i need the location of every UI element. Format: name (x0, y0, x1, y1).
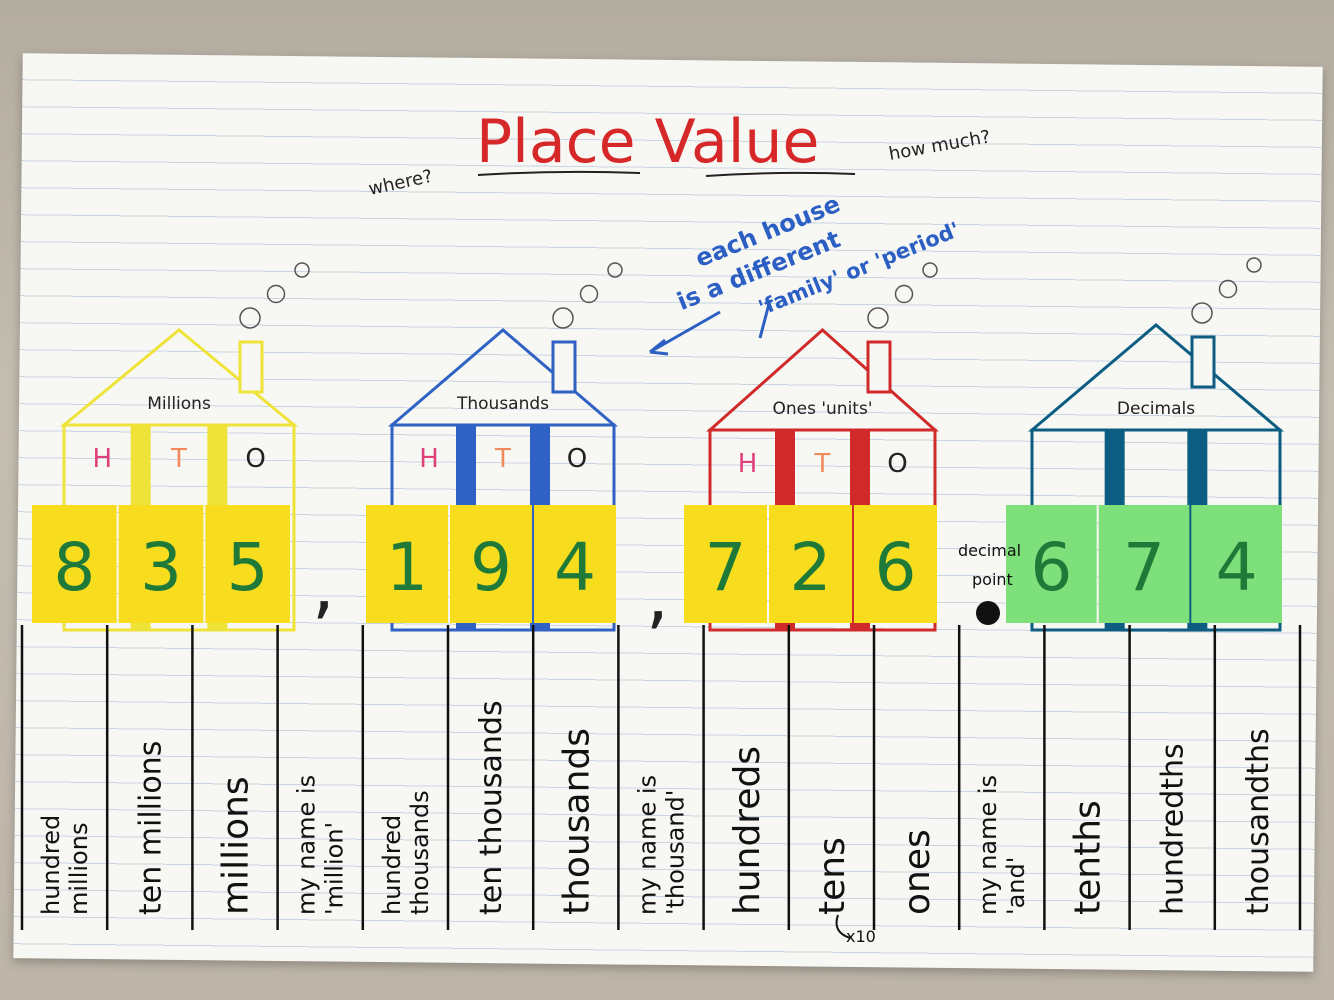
digit-card (118, 505, 204, 623)
smoke-cloud (1191, 302, 1213, 324)
column-label: 'and' (1002, 857, 1030, 915)
house-label: Thousands (456, 394, 549, 414)
column-label: ten thousands (474, 700, 509, 915)
place-letter: H (93, 444, 113, 474)
smoke-cloud (1246, 257, 1262, 273)
place-letter: O (245, 444, 265, 474)
column-label: millions (216, 776, 257, 915)
house-label: Ones 'units' (772, 399, 872, 419)
place-letter: T (170, 444, 187, 474)
smoke-cloud (867, 307, 889, 329)
column-label: millions (65, 823, 93, 915)
digit-card (854, 505, 937, 623)
place-letter: T (494, 444, 511, 474)
digit-value: 7 (705, 529, 747, 606)
digit-card (769, 505, 852, 623)
column-label: tenths (1068, 800, 1109, 915)
column-label: thousands (556, 728, 597, 915)
smoke-cloud (552, 307, 574, 329)
digit-card (684, 505, 767, 623)
digit-value: 8 (53, 529, 95, 606)
digit-card (1006, 505, 1097, 623)
comma-millions: , (312, 543, 335, 627)
chimney (866, 340, 892, 394)
digit-value: 2 (790, 529, 832, 606)
how-much-note: how much? (887, 126, 992, 165)
digit-card (32, 505, 117, 623)
digit-value: 6 (1030, 529, 1072, 606)
digit-card (1098, 505, 1190, 623)
digit-card (205, 505, 290, 623)
column-label: thousands (406, 790, 434, 915)
digit-value: 5 (227, 529, 269, 606)
digit-card (450, 505, 532, 623)
chimney (1190, 335, 1216, 389)
place-letter: O (567, 444, 587, 474)
column-label: 'thousand' (661, 790, 689, 915)
callout-note: each house is a different 'family' or 'p… (673, 190, 963, 321)
digit-card (1191, 505, 1282, 623)
digit-value: 4 (554, 529, 596, 606)
where-note: where? (367, 166, 435, 200)
decimal-label-2: point (972, 570, 1013, 589)
chart-title: Place Value (476, 107, 819, 177)
smoke-cloud (239, 307, 261, 329)
digit-value: 1 (386, 529, 428, 606)
smoke-cloud (266, 284, 286, 304)
place-letter: H (419, 444, 439, 474)
smoke-cloud (1218, 279, 1238, 299)
chimney (238, 340, 264, 394)
chimney (551, 340, 577, 394)
house-label: Decimals (1117, 399, 1195, 419)
house-label: Millions (147, 394, 211, 414)
smoke-cloud (922, 262, 938, 278)
column-label: hundred (378, 815, 406, 915)
column-label: my name is (293, 775, 321, 915)
column-label: thousandths (1241, 728, 1276, 915)
digit-value: 4 (1216, 529, 1258, 606)
column-label: ones (897, 829, 938, 915)
times-ten-note: x10 (846, 927, 876, 946)
place-letter: O (887, 449, 907, 479)
column-label: hundredths (1156, 743, 1191, 915)
digit-value: 3 (140, 529, 182, 606)
comma-thousands: , (646, 553, 669, 637)
smoke-cloud (894, 284, 914, 304)
digit-card (534, 505, 616, 623)
column-label: 'million' (321, 822, 349, 915)
smoke-cloud (579, 284, 599, 304)
column-label: hundred (37, 815, 65, 915)
place-letter: H (738, 449, 758, 479)
digit-value: 7 (1123, 529, 1165, 606)
decimal-point-dot (976, 601, 1000, 625)
digit-value: 9 (470, 529, 512, 606)
column-label: my name is (633, 775, 661, 915)
column-label: hundreds (727, 746, 768, 915)
smoke-cloud (607, 262, 623, 278)
place-letter: T (814, 449, 831, 479)
column-label: tens (812, 837, 853, 915)
column-label: my name is (974, 775, 1002, 915)
digit-card (366, 505, 448, 623)
decimal-label-1: decimal (958, 541, 1021, 560)
column-label: ten millions (133, 741, 168, 915)
smoke-cloud (294, 262, 310, 278)
digit-value: 6 (875, 529, 917, 606)
